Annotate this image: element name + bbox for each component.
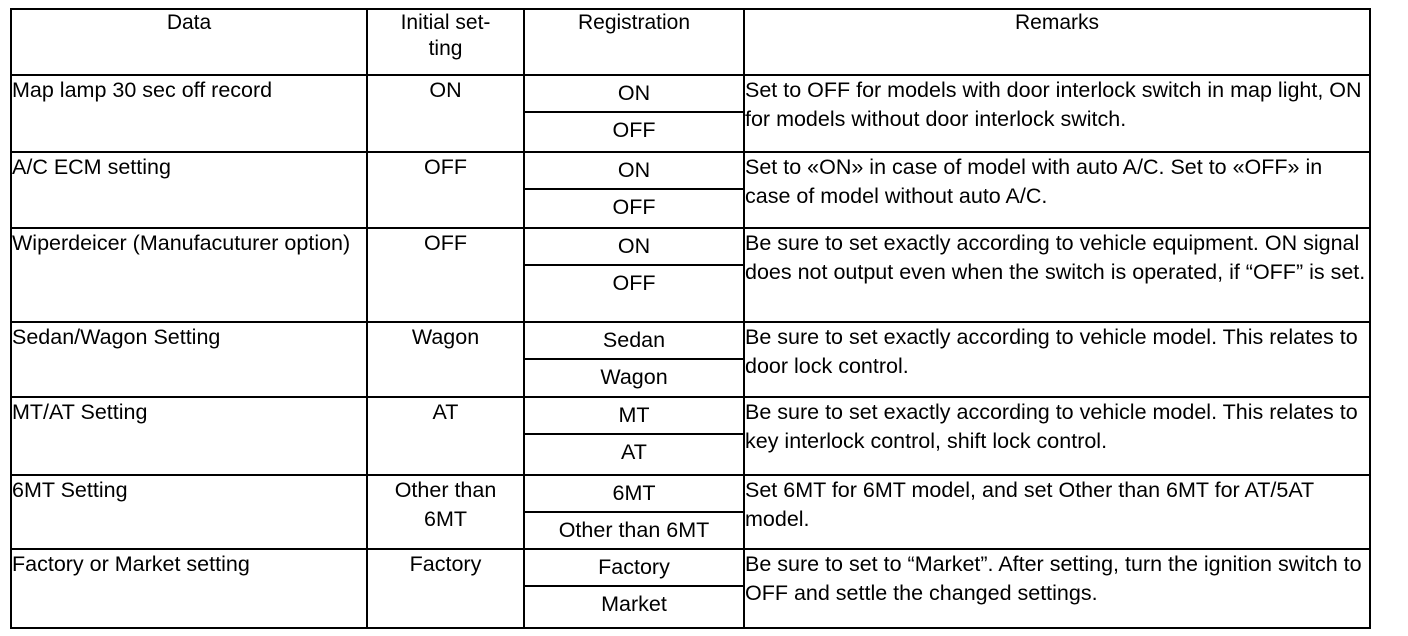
cell-initial-setting: OFF: [366, 151, 525, 229]
registration-option[interactable]: ON: [525, 229, 743, 266]
registration-option[interactable]: MT: [525, 398, 743, 435]
registration-option[interactable]: ON: [525, 153, 743, 190]
cell-data: A/C ECM setting: [10, 151, 368, 229]
column-header-remarks: Remarks: [743, 8, 1371, 76]
table-row: Sedan/Wagon Setting Wagon Sedan Wagon Be…: [10, 321, 1371, 398]
cell-remarks: Set to «ON» in case of model with auto A…: [743, 151, 1371, 229]
cell-remarks: Set to OFF for models with door interloc…: [743, 74, 1371, 153]
cell-data: Wiperdeicer (Manufacuturer option): [10, 227, 368, 323]
cell-remarks: Be sure to set exactly according to vehi…: [743, 396, 1371, 476]
cell-data: Sedan/Wagon Setting: [10, 321, 368, 398]
cell-registration-group: MT AT: [523, 396, 745, 476]
table-body: Map lamp 30 sec off record ON ON OFF Set…: [10, 74, 1371, 629]
cell-remarks: Be sure to set exactly according to vehi…: [743, 227, 1371, 323]
cell-registration-group: ON OFF: [523, 151, 745, 229]
table-header-row: Data Initial set- ting Registration Rema…: [10, 8, 1371, 76]
cell-initial-setting: AT: [366, 396, 525, 476]
cell-initial-setting: Other than 6MT: [366, 474, 525, 550]
cell-initial-setting: OFF: [366, 227, 525, 323]
table-row: Map lamp 30 sec off record ON ON OFF Set…: [10, 74, 1371, 153]
column-header-data: Data: [10, 8, 368, 76]
cell-data: Map lamp 30 sec off record: [10, 74, 368, 153]
registration-option[interactable]: OFF: [612, 271, 656, 295]
registration-option[interactable]: Wagon: [600, 365, 668, 389]
registration-option[interactable]: 6MT: [525, 476, 743, 513]
registration-option[interactable]: Other than 6MT: [558, 518, 710, 542]
cell-registration-group: 6MT Other than 6MT: [523, 474, 745, 550]
column-header-initial-setting: Initial set- ting: [366, 8, 525, 76]
registration-option[interactable]: Factory: [525, 550, 743, 587]
cell-initial-setting: Factory: [366, 548, 525, 629]
registration-option[interactable]: ON: [525, 76, 743, 113]
registration-option[interactable]: OFF: [612, 118, 656, 142]
cell-data: Factory or Market setting: [10, 548, 368, 629]
cell-data: MT/AT Setting: [10, 396, 368, 476]
table-header: Data Initial set- ting Registration Rema…: [10, 8, 1371, 76]
column-header-registration: Registration: [523, 8, 745, 76]
table-row: 6MT Setting Other than 6MT 6MT Other tha…: [10, 474, 1371, 550]
settings-table: Data Initial set- ting Registration Rema…: [10, 8, 1371, 629]
cell-registration-group: Factory Market: [523, 548, 745, 629]
cell-remarks: Set 6MT for 6MT model, and set Other tha…: [743, 474, 1371, 550]
table-row: Factory or Market setting Factory Factor…: [10, 548, 1371, 629]
registration-option[interactable]: AT: [621, 440, 647, 464]
registration-option[interactable]: Market: [601, 592, 667, 616]
cell-remarks: Be sure to set exactly according to vehi…: [743, 321, 1371, 398]
table-row: MT/AT Setting AT MT AT Be sure to set ex…: [10, 396, 1371, 476]
cell-data: 6MT Setting: [10, 474, 368, 550]
table-row: A/C ECM setting OFF ON OFF Set to «ON» i…: [10, 151, 1371, 229]
cell-initial-setting: Wagon: [366, 321, 525, 398]
cell-initial-setting: ON: [366, 74, 525, 153]
registration-option[interactable]: OFF: [612, 195, 656, 219]
cell-registration-group: ON OFF: [523, 74, 745, 153]
cell-remarks: Be sure to set to “Market”. After settin…: [743, 548, 1371, 629]
table-row: Wiperdeicer (Manufacuturer option) OFF O…: [10, 227, 1371, 323]
registration-option[interactable]: Sedan: [525, 323, 743, 360]
cell-registration-group: Sedan Wagon: [523, 321, 745, 398]
cell-registration-group: ON OFF: [523, 227, 745, 323]
